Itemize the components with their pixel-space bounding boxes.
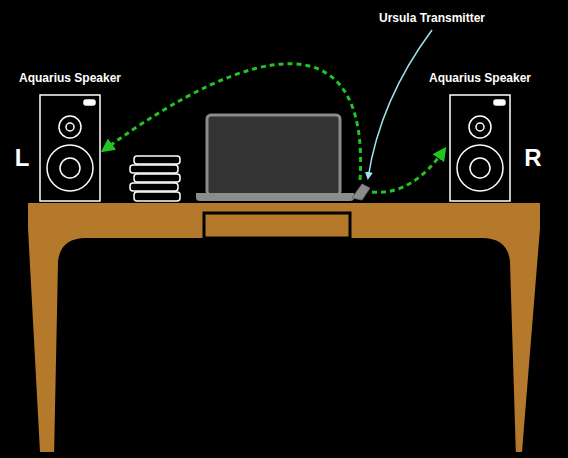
- transmitter-dongle: [352, 184, 370, 200]
- leader-line: [368, 30, 432, 178]
- speaker-node: Aquarius SpeakerL: [40, 95, 100, 201]
- speaker-right: [450, 95, 510, 201]
- desk-drawer: [204, 213, 350, 238]
- transmitter-node: Ursula Transmitter: [354, 180, 372, 200]
- wireless-signal-arrow: [372, 150, 444, 192]
- callout-label: Ursula Transmitter: [379, 11, 485, 25]
- speaker-name: Aquarius Speaker: [19, 71, 121, 85]
- channel-label: R: [524, 144, 541, 173]
- desk-gap: [54, 238, 516, 458]
- books: [130, 156, 180, 201]
- speaker-name: Aquarius Speaker: [429, 71, 531, 85]
- channel-label: L: [15, 144, 30, 173]
- speaker-left: [40, 95, 100, 201]
- laptop: [196, 115, 354, 201]
- wireless-signal-arrow: [104, 64, 361, 180]
- speaker-node: Aquarius SpeakerR: [450, 95, 510, 201]
